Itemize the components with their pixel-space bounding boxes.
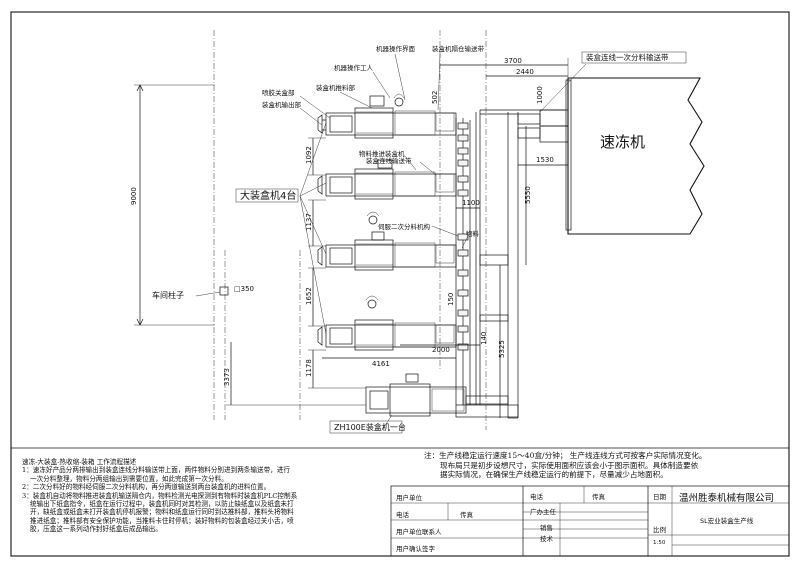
tb-fax-2: 传真 — [592, 493, 605, 501]
dim-1530: 1530 — [536, 156, 554, 164]
tb-user-unit: 用户单位 — [396, 494, 422, 502]
dim-1000: 1000 — [536, 86, 544, 104]
remarks: 注：生产线稳定运行速度15～40盒/分钟； 生产线连线方式可按客户实际情况变化。… — [424, 451, 784, 480]
operator-icon — [368, 215, 378, 225]
freezer-label: 速冻机 — [600, 133, 645, 151]
tb-sales: 销售 — [540, 524, 553, 532]
notes-title: 速冻-大装盒-热收缩-装箱 工作流程描述 — [22, 458, 137, 466]
notes-step-3e: 胶，压盒这一系列动作封好纸盒后成品输出。 — [30, 525, 162, 534]
label-column: 车间柱子 — [152, 290, 184, 300]
notes-step-3: 3：装盒机自动将物料推进装盒机输送隔仓内，物料检测光电探测到有物料时装盒机PLC… — [22, 491, 298, 500]
big-boxing-machine-4 — [317, 295, 457, 351]
notes-step-3b: 统输出下纸盒指令，纸盒在运行过程中，装盒机同时对其检测，以防止缺纸盒以及纸盒未打 — [30, 500, 294, 509]
notes-step-3c: 开，缺纸盒或纸盒未打开装盒机停机报警；物料和纸盒运行同时到达推料部，推料头将物料 — [30, 508, 294, 517]
notes-step-1: 1：速冻好产品分两排输出到装盒连线分料输送带上面，两件物料分别进到两条输送带，进… — [22, 466, 290, 475]
tb-user-sign: 用户确认签字 — [396, 545, 435, 553]
label-machine-ui: 机器操作界面 — [376, 44, 416, 53]
freezer: 速冻机 — [565, 77, 705, 235]
remark-line-3: 据实际情况，在确保生产线稳定运行的前提下，尽量减少占地面积。 — [440, 470, 668, 480]
tb-fax: 传真 — [460, 511, 473, 519]
tb-scale-value: 1:50 — [653, 540, 666, 546]
dim-350: □350 — [234, 285, 254, 293]
label-glue: 喷胶关盒部 — [262, 88, 295, 97]
tb-drawing-name: SL宏业装盒生产线 — [700, 517, 754, 525]
operator-arc — [366, 211, 380, 217]
transfer-conveyor — [455, 110, 519, 418]
label-small-machine: ZH100E装盒机一台 — [334, 422, 406, 432]
primary-split-conveyor — [480, 109, 569, 419]
dim-2440: 2440 — [516, 68, 534, 76]
dim-5325: 5325 — [498, 340, 506, 358]
dim-1100: 1100 — [462, 199, 480, 207]
label-conveyor-top: 装盒机隔仓输送带 — [432, 44, 485, 53]
label-primary-split: 装盒连线一次分料输送带 — [586, 52, 669, 62]
dim-5550: 5550 — [524, 186, 532, 204]
leader-lines — [195, 53, 587, 431]
tb-phone: 电话 — [396, 511, 409, 519]
label-material-push: 物料推进装盒机 — [359, 149, 405, 158]
notes-step-3d: 推进纸盒；推料部有安全保护功能，当推料卡住时停机；装好物料的包装盒经过关小舌，喷 — [30, 516, 294, 525]
small-boxing-machine — [365, 373, 509, 417]
label-material: 物料 — [466, 229, 480, 238]
dim-502: 502 — [431, 91, 439, 104]
dim-3373: 3373 — [223, 368, 231, 386]
dim-2000: 2000 — [432, 346, 450, 354]
dim-1652: 1652 — [305, 287, 313, 305]
dimension-lines — [134, 58, 569, 418]
remark-line-2: 现布局只是初步设想尺寸，实际使用面积应该会小于图示面积。具体制造要依 — [440, 460, 699, 470]
tb-scale-label: 比例 — [653, 526, 666, 534]
tb-user-contact: 用户单位联系人 — [396, 528, 442, 536]
big-boxing-machine-2 — [317, 159, 457, 200]
notes-step-1b: 一次分料整理，物料分两组输出到需要位置，如此完成第一次分料。 — [30, 474, 228, 483]
label-servo-split: 伺服二次分料机构 — [378, 222, 431, 231]
label-outlet: 装盒机输出部 — [262, 100, 302, 109]
tb-company: 温州胜泰机械有限公司 — [679, 493, 775, 504]
tb-factory-director: 广办主任 — [530, 508, 556, 516]
dim-3700: 3700 — [504, 57, 522, 65]
dim-1178: 1178 — [305, 359, 313, 377]
dim-4161: 4161 — [372, 360, 390, 368]
tb-tech: 技术 — [540, 535, 553, 543]
label-conveyor-line: 装盒连线输送带 — [366, 156, 412, 165]
dim-1137: 1137 — [305, 213, 313, 231]
dim-150: 150 — [447, 293, 455, 306]
dim-140: 140 — [480, 332, 488, 345]
primary-split-label-box — [581, 51, 687, 64]
label-big-machine: 大装盒机4台 — [240, 189, 296, 202]
big-machine-label-box — [235, 188, 299, 203]
tb-date: 日期 — [653, 493, 666, 501]
small-machine-label-box — [329, 420, 403, 434]
label-pusher: 装盒机推料部 — [316, 83, 356, 92]
big-boxing-machine-3 — [317, 231, 457, 271]
title-block-grid — [390, 485, 790, 557]
notes-step-2: 2：二次分料好的物料经伺服二次分料机构，再分两道输送到两台装盒机的进料位置。 — [22, 483, 271, 492]
tb-phone-2: 电话 — [530, 493, 543, 501]
big-boxing-machine-1 — [317, 93, 457, 139]
label-operator: 机器操作工人 — [334, 63, 374, 72]
dim-1092: 1092 — [305, 146, 313, 164]
workflow-notes: 速冻-大装盒-热收缩-装箱 工作流程描述 1：速冻好产品分两排输出到装盒连线分料… — [22, 458, 382, 534]
dim-9000: 9000 — [130, 187, 138, 205]
remark-line-1: 注：生产线稳定运行速度15～40盒/分钟； 生产线连线方式可按客户实际情况变化。 — [424, 451, 707, 460]
